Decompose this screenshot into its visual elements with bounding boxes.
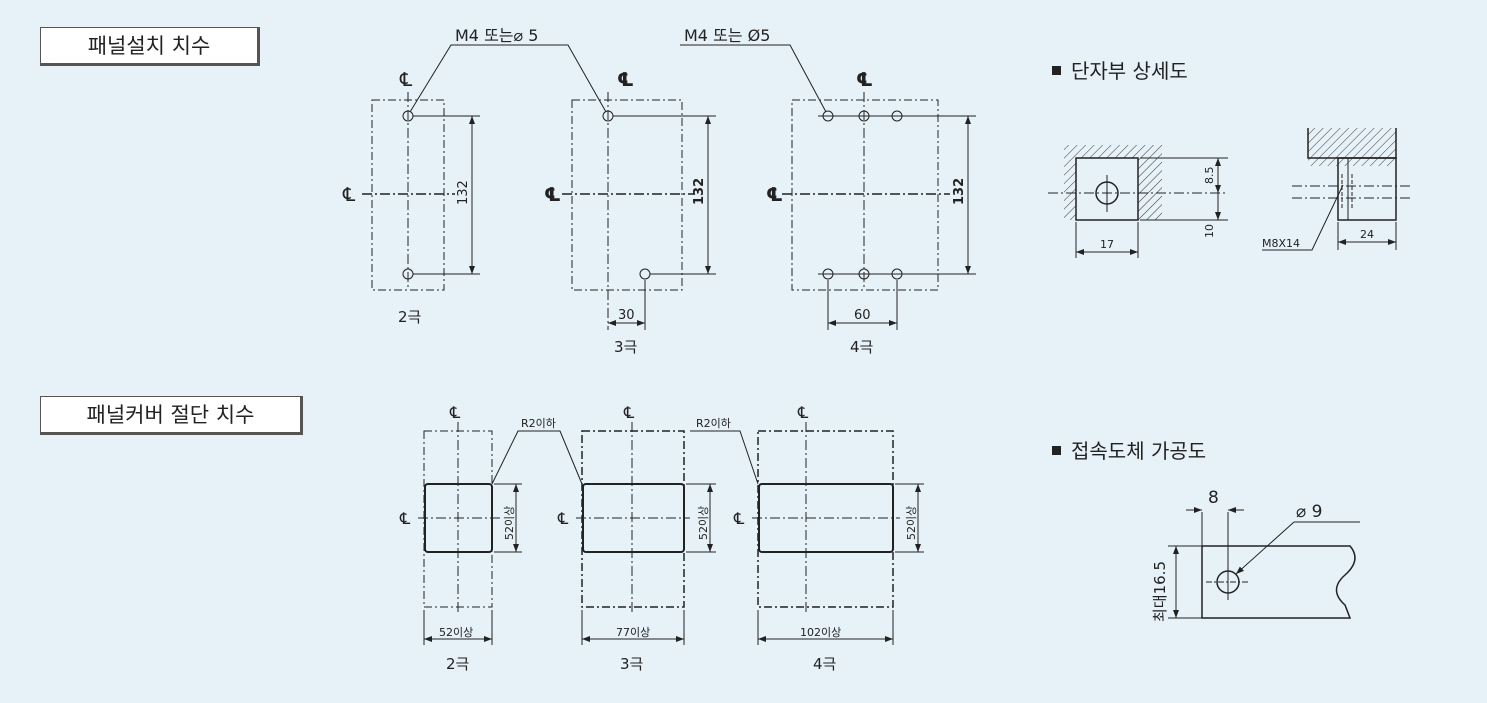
dim-width-4pole: 102이상: [800, 626, 841, 639]
dim-max-16-5: 최대16.5: [1151, 561, 1169, 622]
dim-dia-9: ⌀ 9: [1296, 502, 1322, 522]
install-3pole: [562, 92, 716, 330]
cl-symbol: ℄: [399, 509, 411, 528]
dim-132-2pole: 132: [456, 180, 471, 205]
cut-3pole: [576, 422, 716, 645]
cl-symbol: ℄: [766, 184, 783, 206]
radius-note-2: R2이하: [696, 416, 731, 430]
bolt-spec: M8X14: [1262, 237, 1300, 250]
bullet-icon: [1052, 446, 1061, 455]
cl-symbol: ℄: [733, 509, 745, 528]
dim-width-2pole: 52이상: [439, 626, 473, 639]
pole-label-2: 2극: [446, 655, 470, 673]
terminal-detail-side: [1262, 128, 1410, 251]
cl-symbol: ℄: [623, 403, 635, 422]
install-2pole: [362, 92, 480, 291]
radius-note-1: R2이하: [521, 416, 556, 430]
conductor-detail-title: 접속도체 가공도: [1071, 439, 1207, 463]
dim-height-3pole: 52이상: [697, 506, 710, 540]
radius-leader-1: [491, 430, 583, 485]
pole-label-3: 3극: [620, 655, 644, 673]
pole-label-4: 4극: [850, 338, 874, 356]
terminal-detail-front: [1048, 145, 1228, 258]
pole-label-2: 2극: [398, 308, 422, 326]
dim-60: 60: [854, 308, 871, 323]
hole-callout-1: M4 또는⌀ 5: [455, 26, 538, 45]
conductor-detail-drawing: [1168, 507, 1360, 619]
cut-4pole: [752, 422, 924, 645]
bullet-icon: [1052, 66, 1061, 75]
dim-8-5: 8.5: [1203, 167, 1216, 185]
dim-30: 30: [618, 308, 635, 323]
pole-label-4: 4극: [813, 655, 837, 673]
panel-cover-cut-title: 패널커버 절단 치수: [40, 396, 303, 435]
cl-symbol: ℄: [449, 403, 461, 422]
dim-132-3pole: 132: [692, 178, 707, 205]
terminal-detail-title: 단자부 상세도: [1071, 59, 1188, 83]
cl-symbol: ℄: [856, 69, 873, 91]
cl-symbol: ℄: [544, 184, 561, 206]
terminal-detail-heading: 단자부 상세도: [1052, 55, 1188, 84]
dim-height-4pole: 52이상: [905, 506, 918, 540]
dim-24: 24: [1360, 228, 1374, 241]
cl-symbol: ℄: [399, 69, 413, 91]
hole-callout-leader-1: [409, 44, 607, 113]
dim-132-4pole: 132: [952, 178, 967, 205]
dim-width-3pole: 77이상: [616, 626, 650, 639]
cl-symbol: ℄: [557, 509, 569, 528]
cl-symbol: ℄: [342, 184, 356, 206]
dim-8: 8: [1208, 488, 1219, 508]
dim-17: 17: [1100, 238, 1114, 251]
radius-leader-2: [690, 430, 759, 485]
dim-10: 10: [1203, 224, 1216, 238]
cl-symbol: ℄: [797, 403, 809, 422]
conductor-detail-heading: 접속도체 가공도: [1052, 435, 1206, 464]
hole-callout-2: M4 또는 Ø5: [684, 26, 770, 45]
hole-callout-leader-2: [680, 44, 827, 113]
panel-install-title: 패널설치 치수: [40, 27, 260, 66]
install-4pole: [782, 92, 976, 330]
pole-label-3: 3극: [614, 338, 638, 356]
cl-symbol: ℄: [617, 69, 634, 91]
cut-2pole: [418, 422, 522, 645]
dim-height-2pole: 52이상: [503, 506, 516, 540]
